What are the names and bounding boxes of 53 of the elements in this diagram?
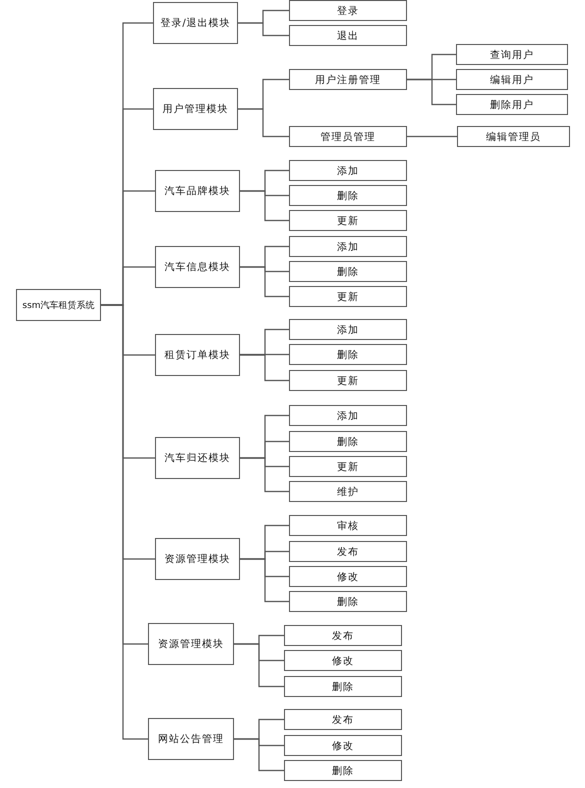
connector-line [240, 354, 289, 382]
module-box: 登录/退出模块 [153, 2, 238, 44]
connector-line [234, 738, 284, 772]
module-box: 添加 [289, 319, 407, 340]
connector-line [234, 643, 284, 688]
module-box: 删除 [284, 676, 402, 697]
module-box: 退出 [289, 25, 407, 46]
module-box: 删除 [284, 760, 402, 781]
module-box: 删除 [289, 344, 407, 365]
connector-line [240, 457, 289, 492]
root-box: ssm汽车租赁系统 [16, 289, 101, 321]
module-box: 资源管理模块 [148, 623, 234, 665]
module-box: 汽车品牌模块 [155, 170, 240, 212]
module-box: 添加 [289, 236, 407, 257]
module-box: 汽车信息模块 [155, 246, 240, 288]
connector-line [407, 78, 456, 106]
module-box: 添加 [289, 160, 407, 181]
module-box: 发布 [289, 541, 407, 562]
module-box: 汽车归还模块 [155, 437, 240, 479]
connector-line [407, 136, 457, 138]
module-box: 更新 [289, 370, 407, 391]
module-box: 发布 [284, 709, 402, 730]
module-box: 用户注册管理 [289, 69, 407, 90]
module-box: 网站公告管理 [148, 718, 234, 760]
module-box: 管理员管理 [289, 126, 407, 147]
module-box: 更新 [289, 210, 407, 231]
module-box: 编辑管理员 [457, 126, 570, 147]
connector-line [240, 266, 289, 298]
connector-line [240, 354, 289, 356]
connector-line [240, 190, 289, 222]
module-box: 资源管理模块 [155, 538, 240, 580]
module-box: 修改 [284, 735, 402, 756]
module-box: 修改 [289, 566, 407, 587]
connector-line [238, 108, 289, 138]
module-box: 删除 [289, 591, 407, 612]
module-box: 发布 [284, 625, 402, 646]
connector-line [240, 558, 289, 602]
module-box: 查询用户 [456, 44, 568, 65]
module-box: 修改 [284, 650, 402, 671]
module-box: 维护 [289, 481, 407, 502]
module-box: 更新 [289, 286, 407, 307]
module-box: 删除用户 [456, 94, 568, 115]
module-box: 添加 [289, 405, 407, 426]
module-box: 审核 [289, 515, 407, 536]
connector-line [238, 22, 289, 36]
module-box: 删除 [289, 185, 407, 206]
module-box: 租赁订单模块 [155, 334, 240, 376]
module-box: 更新 [289, 456, 407, 477]
module-box: 用户管理模块 [153, 88, 238, 130]
module-box: 登录 [289, 0, 407, 21]
module-box: 删除 [289, 261, 407, 282]
module-box: 编辑用户 [456, 69, 568, 90]
module-box: 删除 [289, 431, 407, 452]
